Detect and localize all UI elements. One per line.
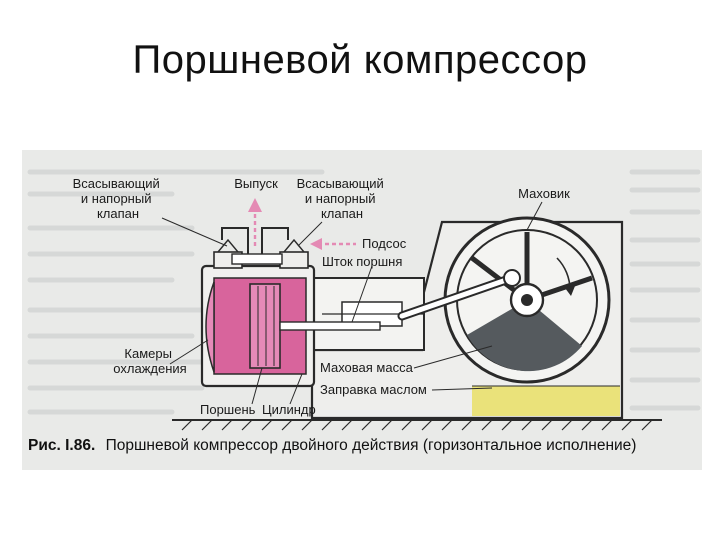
label-intake-valve-left: Всасывающий и напорный клапан xyxy=(73,176,164,221)
label-oil-fill: Заправка маслом xyxy=(320,382,427,397)
oil-bath xyxy=(472,386,620,416)
suction-arrow xyxy=(310,238,356,250)
background-ghost-lines xyxy=(27,169,701,415)
valve-housing-right xyxy=(279,251,309,269)
flywheel xyxy=(443,216,611,384)
piston xyxy=(249,283,281,369)
intake-pipe-left xyxy=(221,227,249,256)
figure-caption-prefix: Рис. I.86. xyxy=(28,437,95,454)
figure-caption-text: Поршневой компрессор двойного действия (… xyxy=(106,437,637,454)
label-intake-valve-right: Всасывающий и напорный клапан xyxy=(297,176,388,221)
cooling-chamber xyxy=(205,281,215,373)
label-exhaust: Выпуск xyxy=(234,176,278,191)
piston-rod xyxy=(279,321,381,331)
label-piston-rod: Шток поршня xyxy=(322,254,402,269)
leader-lines xyxy=(161,201,543,405)
flywheel-mass xyxy=(467,300,582,372)
label-flywheel-mass: Маховая масса xyxy=(320,360,414,375)
label-cylinder: Цилиндр xyxy=(262,402,316,417)
exhaust-arrow xyxy=(248,198,262,246)
figure-caption: Рис. I.86. Поршневой компрессор двойного… xyxy=(28,437,636,454)
compressor-diagram: Всасывающий и напорный клапан Выпуск Вса… xyxy=(27,169,701,454)
label-piston: Поршень xyxy=(200,402,256,417)
label-suction: Подсос xyxy=(362,236,407,251)
compressor-figure: Всасывающий и напорный клапан Выпуск Вса… xyxy=(22,150,702,470)
label-flywheel: Маховик xyxy=(518,186,570,201)
label-cooling-chambers: Камеры охлаждения xyxy=(113,346,186,376)
discharge-manifold xyxy=(231,253,283,265)
ground-hatching xyxy=(172,419,662,431)
intake-pipe-right xyxy=(261,227,289,256)
connecting-rod xyxy=(397,269,521,321)
slide-title: Поршневой компрессор xyxy=(132,38,588,82)
